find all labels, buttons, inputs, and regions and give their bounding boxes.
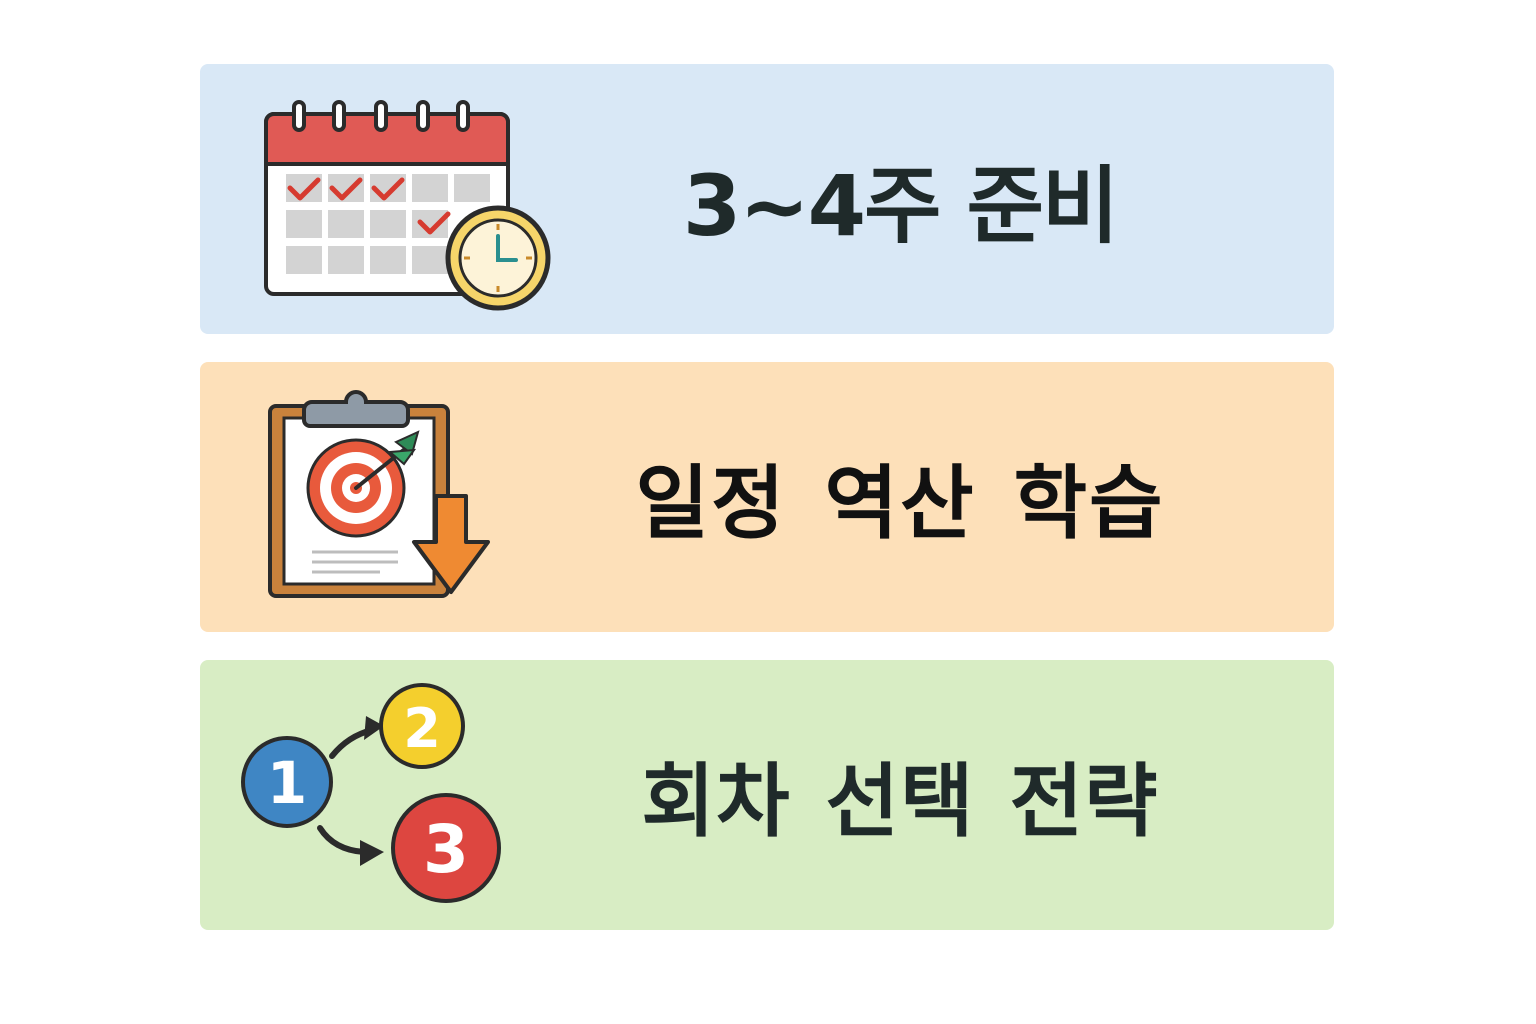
- card-label: 회차 선택 전략: [641, 755, 1159, 848]
- card-preparation: 3~4주 준비: [200, 64, 1334, 334]
- card-label: 일정 역산 학습: [635, 457, 1165, 550]
- card-schedule: 일정 역산 학습: [200, 362, 1334, 632]
- clipboard-target-icon: [230, 362, 570, 632]
- card-strategy: 1 2 3 회차 선택 전략: [200, 660, 1334, 930]
- step-two-label: 2: [403, 697, 441, 760]
- card-label: 3~4주 준비: [682, 156, 1119, 255]
- step-one-label: 1: [267, 749, 307, 817]
- numbered-steps-icon: 1 2 3: [230, 660, 570, 930]
- step-two-circle: [379, 683, 465, 769]
- step-three-label: 3: [423, 811, 469, 888]
- card-stack: 3~4주 준비: [200, 64, 1334, 958]
- step-one-circle: [241, 736, 333, 828]
- calendar-clock-icon: [230, 64, 570, 334]
- step-three-circle: [391, 793, 501, 903]
